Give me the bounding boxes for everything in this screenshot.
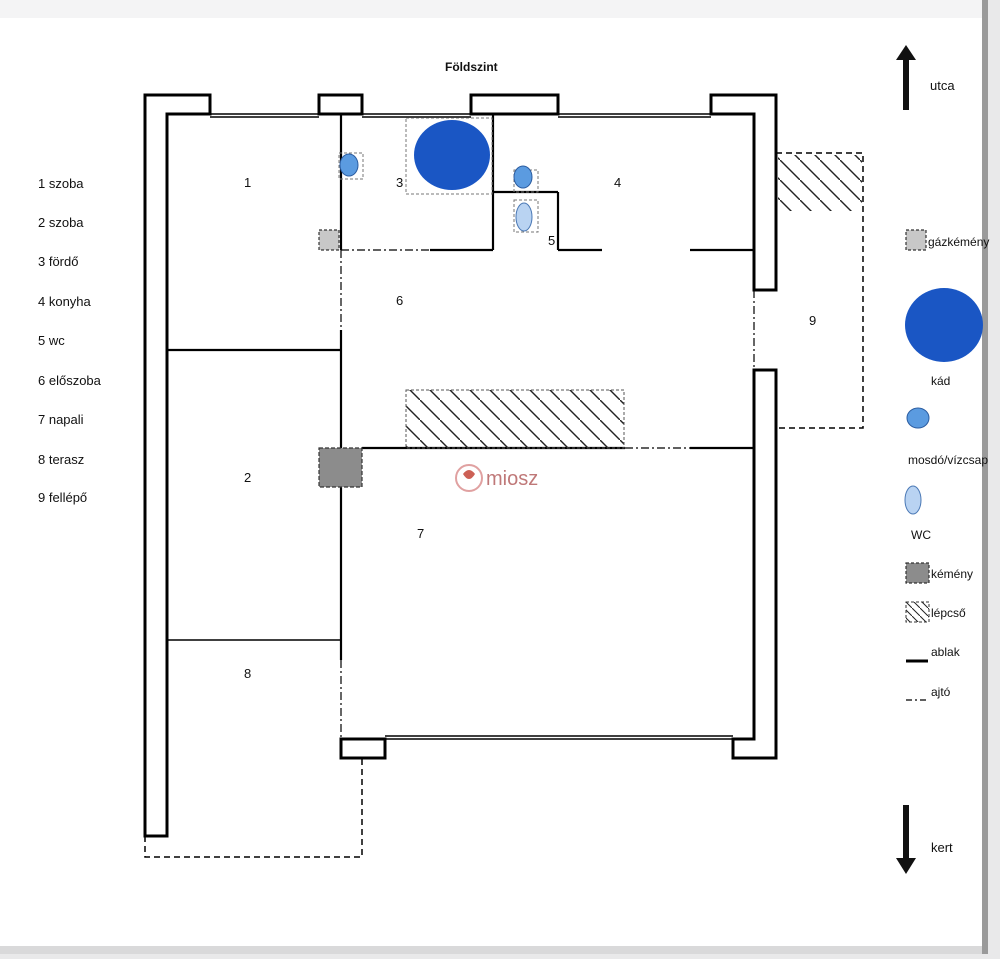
room-label-3: 3 [396, 175, 403, 190]
arrow-down-icon [896, 805, 916, 874]
arrow-up-icon [896, 45, 916, 110]
room-list: 1 szoba 2 szoba 3 fördő 4 konyha 5 wc 6 … [38, 176, 102, 505]
room-label-1: 1 [244, 175, 251, 190]
watermark-logo-icon [455, 464, 483, 492]
wc-fixture [515, 202, 533, 232]
sink-bathroom [339, 153, 359, 177]
room-label-6: 6 [396, 293, 403, 308]
direction-garden: kert [931, 840, 953, 855]
room-label-7: 7 [417, 526, 424, 541]
bottom-bar [0, 946, 982, 954]
legend-gas-chimney-swatch [905, 229, 927, 251]
room-list-item: 1 szoba [38, 176, 84, 191]
plan-title: Földszint [445, 60, 498, 74]
room-label-9: 9 [809, 313, 816, 328]
room-list-item: 9 fellépő [38, 490, 87, 505]
heart-icon [463, 470, 475, 479]
page-edge [982, 0, 988, 954]
sink-wc [513, 165, 533, 189]
room-list-item: 7 napali [38, 412, 84, 427]
sink-outline-bathroom [338, 152, 364, 180]
wc-outline [513, 199, 539, 233]
room-label-2: 2 [244, 470, 251, 485]
legend-sink: mosdó/vízcsap [908, 453, 988, 467]
doors [340, 249, 755, 739]
interior-stairs [405, 389, 625, 449]
legend-sink-swatch [906, 407, 930, 429]
room-label-4: 4 [614, 175, 621, 190]
chimney [318, 447, 363, 488]
windows [167, 113, 733, 740]
gas-chimney [318, 229, 340, 251]
terrace-outline [144, 152, 864, 858]
bathtub [414, 120, 490, 190]
legend-stairs: lépcső [931, 606, 966, 620]
entrance-stairs [778, 155, 862, 211]
room-label-5: 5 [548, 233, 555, 248]
legend-wc: WC [911, 528, 931, 542]
legend-door: ajtó [931, 685, 951, 699]
room-list-item: 5 wc [38, 333, 65, 348]
interior-walls [167, 114, 754, 660]
legend-stairs-swatch [905, 601, 930, 623]
outer-walls [143, 93, 778, 838]
plan-room-labels: 1 2 3 4 5 6 7 8 9 [244, 175, 816, 681]
legend-bathtub: kád [931, 374, 950, 388]
bathtub-outline [405, 117, 493, 195]
room-list-item: 2 szoba [38, 215, 84, 230]
legend-wc-swatch [904, 485, 922, 515]
room-list-item: 3 fördő [38, 254, 78, 269]
watermark-text: miosz [486, 468, 538, 490]
room-list-item: 4 konyha [38, 294, 92, 309]
legend-gas-chimney: gázkémény [928, 235, 989, 249]
room-list-item: 6 előszoba [38, 373, 102, 388]
legend-chimney-swatch [905, 562, 930, 584]
direction-street: utca [930, 78, 955, 93]
watermark: miosz [455, 464, 538, 492]
room-list-item: 8 terasz [38, 452, 84, 467]
legend: gázkémény kád mosdó/vízcsap WC kémény lé… [904, 229, 989, 701]
room-label-8: 8 [244, 666, 251, 681]
top-bar [0, 0, 982, 18]
legend-chimney: kémény [931, 567, 973, 581]
legend-bathtub-swatch [905, 288, 983, 362]
legend-window: ablak [931, 645, 961, 659]
